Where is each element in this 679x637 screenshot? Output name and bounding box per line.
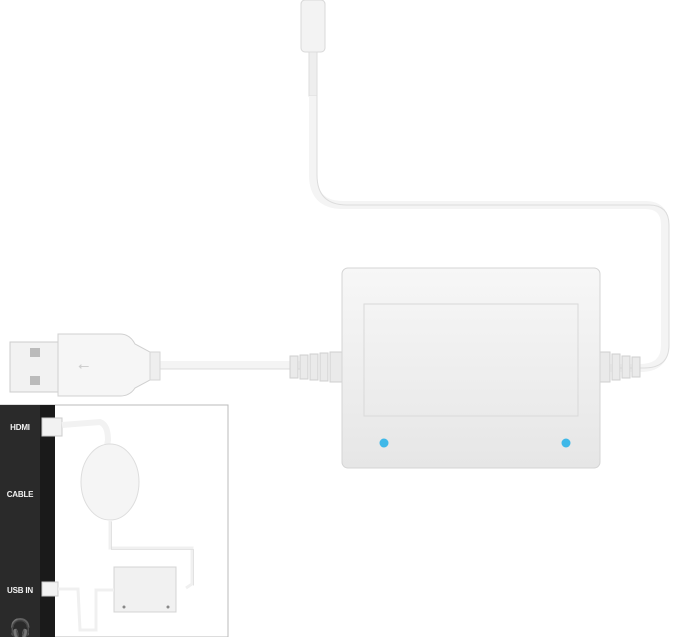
cable-top bbox=[309, 96, 669, 372]
usb-symbol-icon: ⭠ bbox=[78, 358, 89, 374]
headphone-icon: 🎧 bbox=[9, 617, 31, 637]
tv-connection-inset: 🎧 bbox=[0, 404, 229, 637]
usb-c-connector bbox=[300, 0, 326, 97]
port-label-usb-in: USB IN bbox=[7, 586, 33, 595]
adapter-box bbox=[341, 267, 601, 469]
usb-a-connector: ⭠ bbox=[9, 333, 161, 397]
led-indicator-right bbox=[561, 438, 571, 448]
strain-relief-left bbox=[289, 351, 343, 383]
led-indicator-left bbox=[379, 438, 389, 448]
strain-relief-right bbox=[599, 351, 641, 383]
streaming-dongle bbox=[80, 443, 140, 521]
port-label-cable: CABLE bbox=[6, 490, 34, 499]
port-label-hdmi: HDMI bbox=[10, 423, 30, 432]
